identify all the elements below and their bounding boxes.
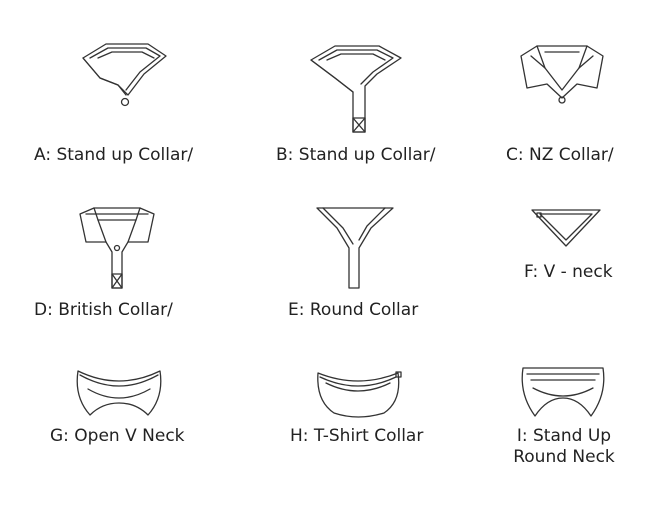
british-collar-icon [76, 206, 158, 290]
collar-label-b: B: Stand up Collar/ [276, 145, 436, 165]
collar-label-c: C: NZ Collar/ [506, 145, 614, 165]
open-v-neck-icon [74, 367, 164, 419]
v-neck-icon [530, 208, 602, 248]
stand-up-collar-button-icon [78, 40, 168, 115]
collar-label-h: H: T-Shirt Collar [290, 426, 424, 446]
nz-collar-icon [517, 44, 607, 108]
collar-label-e: E: Round Collar [288, 300, 419, 320]
collar-label-i: I: Stand Up Round Neck [508, 426, 620, 468]
stand-up-round-neck-icon [517, 364, 609, 420]
collar-label-a: A: Stand up Collar/ [34, 145, 194, 165]
collar-label-i-line2: Round Neck [513, 447, 615, 467]
t-shirt-collar-icon [314, 367, 406, 419]
collar-label-d: D: British Collar/ [34, 300, 173, 320]
round-collar-icon [315, 206, 395, 290]
stand-up-collar-placket-icon [305, 42, 405, 137]
collar-label-i-line1: I: Stand Up [516, 426, 612, 446]
collar-label-f: F: V - neck [524, 262, 613, 282]
collar-label-g: G: Open V Neck [50, 426, 185, 446]
